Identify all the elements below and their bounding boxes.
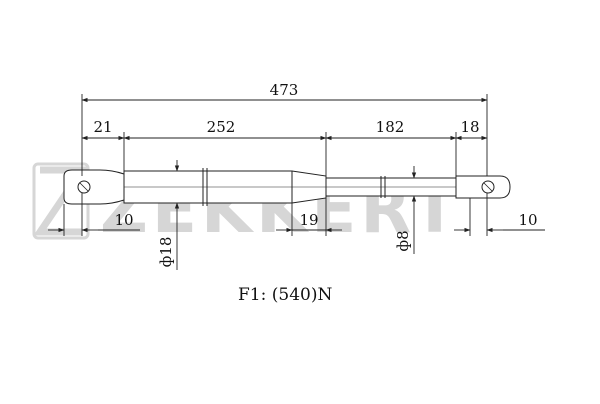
collar-length-label: 19 — [299, 211, 318, 229]
dimension-values: 473 21 252 182 18 10 19 10 ф18 ф8 — [93, 81, 537, 267]
cylinder-body — [123, 168, 327, 206]
right-eye-offset-label: 10 — [518, 211, 537, 229]
right-end-fitting — [455, 175, 511, 199]
body-diameter-label: ф18 — [157, 237, 175, 268]
force-specification: F1: (540)N — [238, 285, 332, 305]
left-eye-offset-label: 10 — [114, 211, 133, 229]
overall-length-label: 473 — [270, 81, 299, 99]
left-fitting-label: 21 — [93, 118, 112, 136]
dimension-lines — [48, 94, 545, 270]
right-fitting-label: 18 — [460, 118, 479, 136]
body-length-label: 252 — [207, 118, 236, 136]
left-end-fitting — [63, 169, 125, 205]
rod-diameter-label: ф8 — [394, 230, 412, 251]
piston-rod — [325, 176, 457, 198]
rod-length-label: 182 — [376, 118, 405, 136]
